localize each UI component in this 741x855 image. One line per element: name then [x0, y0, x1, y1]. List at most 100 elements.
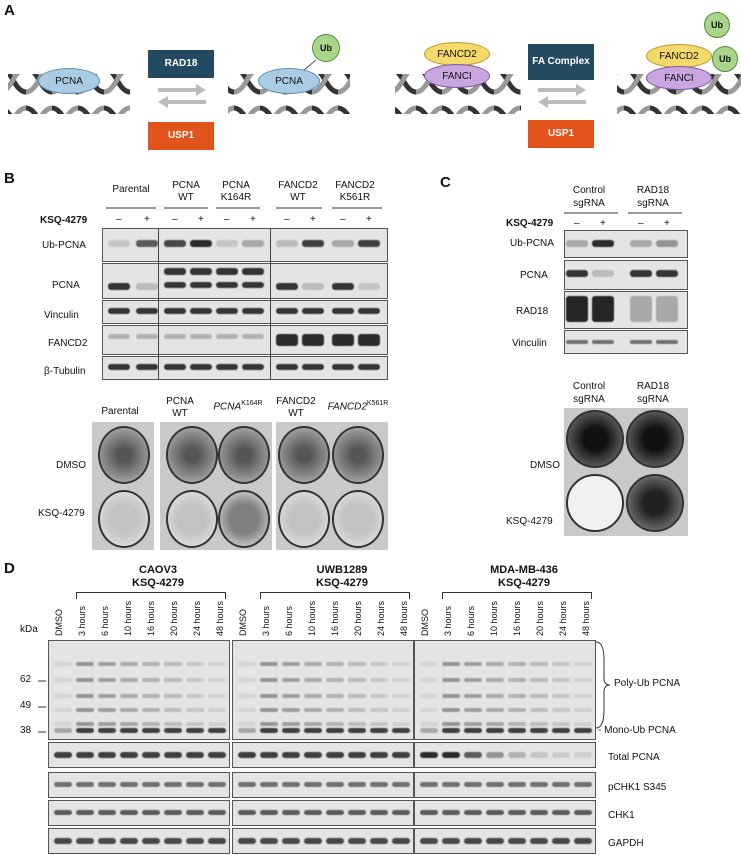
blot-band — [164, 662, 182, 666]
blot-band — [392, 752, 410, 758]
blot-band — [136, 308, 158, 314]
blot-band — [420, 728, 438, 733]
blot-band — [530, 662, 548, 666]
blot-band — [392, 662, 410, 666]
blot-band — [216, 282, 238, 288]
treatment-sign: – — [340, 214, 346, 225]
blot-band — [302, 308, 324, 314]
blot-band — [76, 694, 94, 698]
blot-band — [464, 838, 482, 844]
blot-band — [530, 708, 548, 712]
blot-band — [392, 838, 410, 844]
lane-divider-b-2 — [270, 228, 271, 380]
colony-dish — [166, 490, 218, 548]
blot-band — [348, 810, 366, 815]
lane-label: DMSO — [420, 609, 430, 636]
usp1-box-1: USP1 — [148, 122, 214, 150]
blot-band — [348, 708, 366, 712]
blot-band — [54, 728, 72, 733]
blot-band — [208, 662, 226, 666]
blot-band — [326, 752, 344, 758]
blot-band — [656, 240, 678, 247]
blot-band — [304, 678, 322, 682]
blot-band — [464, 810, 482, 815]
blot-band — [464, 722, 482, 726]
blot-band — [108, 240, 130, 247]
blot-band — [216, 308, 238, 314]
panel-label-c: C — [440, 174, 451, 191]
lane-label: 20 hours — [169, 600, 179, 636]
blot-band — [508, 728, 526, 733]
blot-band — [552, 678, 570, 682]
blot-band — [136, 283, 158, 290]
row-label-gapdh: GAPDH — [608, 838, 644, 849]
blot-band — [552, 810, 570, 815]
blot-band — [530, 728, 548, 733]
blot-band — [348, 782, 366, 787]
blot-band — [186, 662, 204, 666]
usp1-box-2: USP1 — [528, 120, 594, 148]
blot-band — [120, 810, 138, 815]
colony-row-ksq-b: KSQ-4279 — [38, 508, 85, 519]
group-control-sgrna: Control sgRNA — [572, 185, 606, 209]
blot-b-pcna — [102, 263, 388, 299]
blot-band — [186, 752, 204, 758]
blot-band — [282, 782, 300, 787]
fancd2-protein-2: FANCD2 — [646, 44, 712, 68]
blot-band — [464, 678, 482, 682]
blot-band — [486, 782, 504, 787]
blot-band — [574, 708, 592, 712]
blot-band — [164, 334, 186, 339]
annotation-poly-ub-pcna: Poly-Ub PCNA — [614, 678, 681, 689]
blot-band — [142, 838, 160, 844]
blot-band — [142, 678, 160, 682]
blot-band — [326, 838, 344, 844]
blot-band — [348, 662, 366, 666]
row-label-total-pcna: Total PCNA — [608, 752, 660, 763]
row-label-fancd2: FANCD2 — [48, 338, 88, 349]
blot-band — [120, 678, 138, 682]
time-bracket — [76, 592, 226, 599]
blot-band — [276, 240, 298, 247]
panel-label-d: D — [4, 560, 15, 577]
blot-band — [136, 364, 158, 370]
blot-band — [574, 810, 592, 815]
blot-band — [530, 782, 548, 787]
colony-dish — [278, 490, 330, 548]
blot-band — [76, 678, 94, 682]
blot-band — [76, 722, 94, 726]
blot-band — [552, 752, 570, 758]
blot-band — [54, 708, 72, 712]
group-pcna-wt: PCNA WT — [172, 180, 200, 203]
cell-line-drug: KSQ-4279 — [498, 577, 550, 589]
blot-band — [98, 694, 116, 698]
blot-band — [530, 694, 548, 698]
blot-band — [208, 722, 226, 726]
colony-dish — [626, 410, 684, 468]
blot-band — [238, 678, 256, 682]
blot-band — [348, 722, 366, 726]
blot-band — [242, 240, 264, 247]
blot-band — [208, 782, 226, 787]
blot-band — [216, 268, 238, 275]
blot-band — [186, 694, 204, 698]
blot-band — [238, 722, 256, 726]
blot-band — [164, 240, 186, 247]
treatment-sign: + — [366, 214, 372, 225]
marker-62: 62 — [20, 674, 32, 685]
blot-band — [260, 722, 278, 726]
blot-band — [552, 838, 570, 844]
blot-band — [326, 810, 344, 815]
blot-band — [530, 838, 548, 844]
blot-band — [208, 752, 226, 758]
blot-band — [260, 810, 278, 815]
blot-band — [552, 662, 570, 666]
colony-dish — [218, 490, 270, 548]
blot-band — [276, 283, 298, 290]
blot-band — [238, 752, 256, 758]
blot-band — [326, 708, 344, 712]
treatment-sign: – — [172, 214, 178, 225]
blot-band — [76, 728, 94, 733]
blot-band — [508, 810, 526, 815]
lane-label: 10 hours — [123, 600, 133, 636]
